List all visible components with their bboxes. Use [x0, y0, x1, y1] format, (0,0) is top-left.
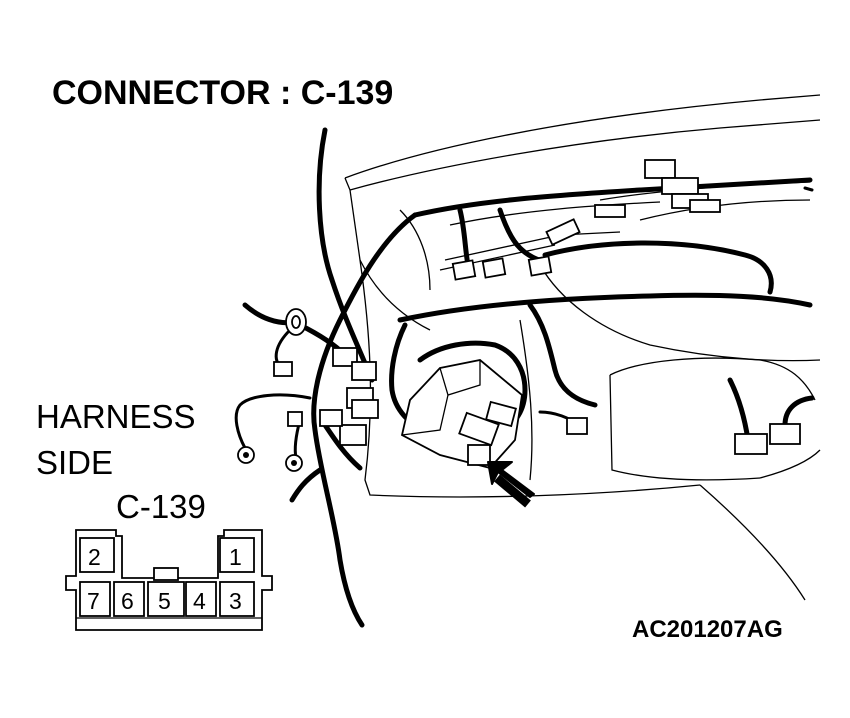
connector-face: 2 1 7 6 5 4 3: [65, 529, 273, 631]
pin-1-label: 1: [229, 544, 242, 570]
junction-block: [400, 359, 523, 470]
pin-5-label: 5: [158, 588, 171, 614]
pin-4-label: 4: [193, 588, 206, 614]
pin-7-label: 7: [87, 588, 100, 614]
diagram-title: CONNECTOR : C-139: [52, 74, 393, 112]
harness-connectors: [273, 159, 801, 455]
pin-6-label: 6: [121, 588, 134, 614]
harness-side-label-line2: SIDE: [36, 444, 113, 481]
pin-3-label: 3: [229, 588, 242, 614]
dashboard-outline: [344, 94, 821, 601]
figure-code: AC201207AG: [632, 616, 783, 643]
pin-2-label: 2: [88, 544, 101, 570]
ground-terminals: [237, 446, 303, 472]
connector-label: C-139: [116, 488, 206, 525]
harness-side-label-line1: HARNESS: [36, 398, 196, 435]
pointer-arrow: [487, 461, 535, 508]
grommet: [285, 308, 307, 336]
